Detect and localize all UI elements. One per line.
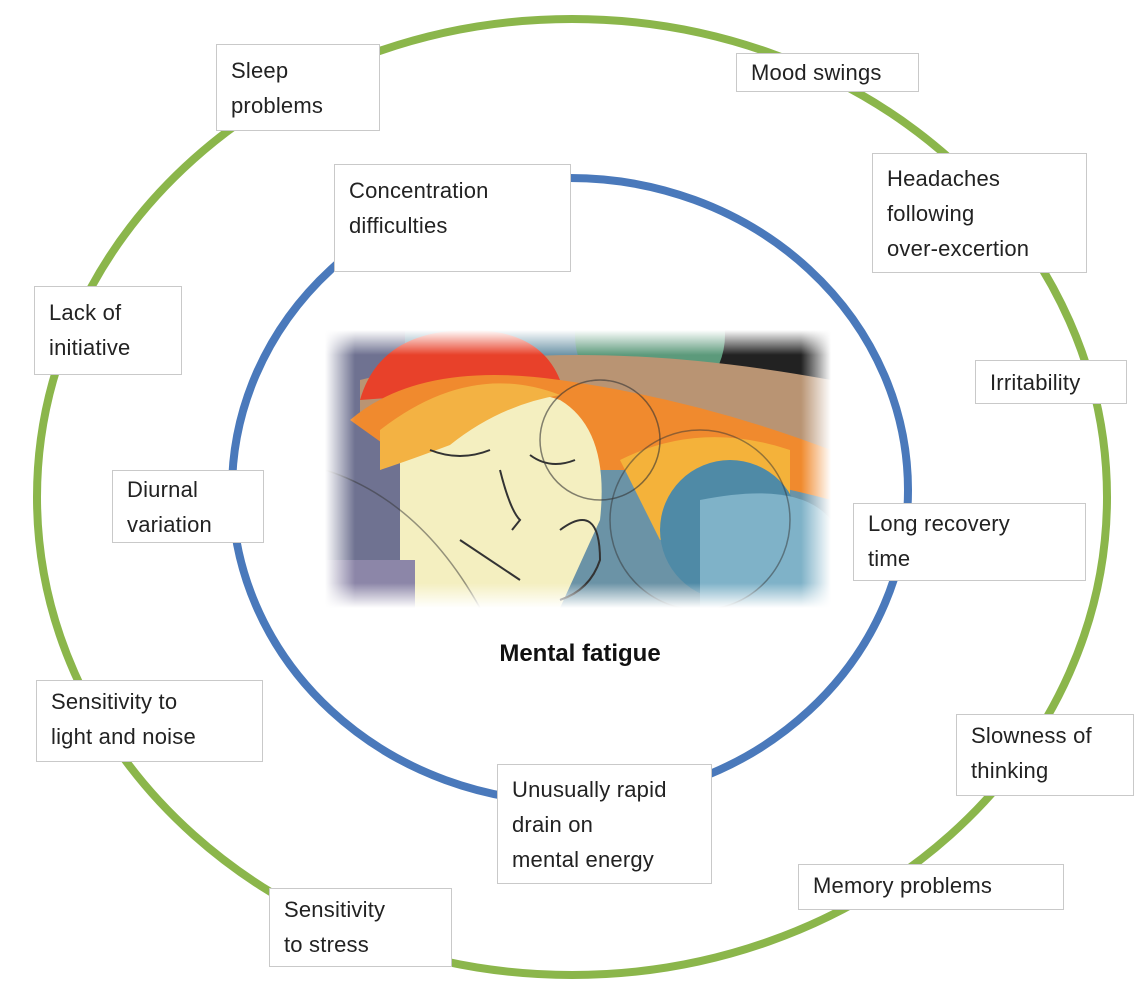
diagram-title: Mental fatigue: [499, 640, 661, 667]
symptom-line: problems: [231, 93, 324, 118]
symptom-line: Diurnal: [127, 477, 199, 502]
symptom-light-noise-sensitivity: Sensitivity to light and noise: [36, 680, 263, 762]
symptom-line: Irritability: [990, 370, 1081, 395]
symptom-slowness-of-thinking: Slowness of thinking: [956, 714, 1134, 796]
symptom-line: light and noise: [51, 724, 196, 749]
symptom-line: initiative: [49, 335, 131, 360]
symptom-line: difficulties: [349, 213, 448, 238]
symptom-line: Long recovery: [868, 511, 1011, 536]
symptom-sleep-problems: Sleep problems: [216, 44, 380, 131]
symptom-line: Mood swings: [751, 60, 882, 85]
symptom-line: Memory problems: [813, 873, 993, 898]
symptom-headaches: Headaches following over-excertion: [872, 153, 1087, 273]
symptom-line: Sensitivity: [284, 897, 386, 922]
symptom-long-recovery-time: Long recovery time: [853, 503, 1086, 581]
fatigue-illustration: [325, 330, 831, 608]
symptom-line: to stress: [284, 932, 369, 957]
symptom-line: variation: [127, 512, 212, 537]
symptom-line: Headaches: [887, 166, 1001, 191]
symptom-line: thinking: [971, 758, 1049, 783]
symptom-line: Lack of: [49, 300, 122, 325]
symptom-line: drain on: [512, 812, 594, 837]
symptom-concentration-difficulties: Concentration difficulties: [334, 164, 571, 272]
symptom-line: mental energy: [512, 847, 655, 872]
symptom-mood-swings: Mood swings: [736, 53, 919, 92]
symptom-memory-problems: Memory problems: [798, 864, 1064, 910]
symptom-line: Slowness of: [971, 723, 1092, 748]
symptom-rapid-energy-drain: Unusually rapid drain on mental energy: [497, 764, 712, 884]
symptom-line: Sleep: [231, 58, 289, 83]
symptom-diurnal-variation: Diurnal variation: [112, 470, 264, 543]
symptom-line: following: [887, 201, 975, 226]
symptom-line: over-excertion: [887, 236, 1030, 261]
symptom-stress-sensitivity: Sensitivity to stress: [269, 888, 452, 967]
symptom-line: Unusually rapid: [512, 777, 667, 802]
symptom-line: time: [868, 546, 911, 571]
symptom-lack-of-initiative: Lack of initiative: [34, 286, 182, 375]
symptom-line: Sensitivity to: [51, 689, 178, 714]
symptom-irritability: Irritability: [975, 360, 1127, 404]
symptom-line: Concentration: [349, 178, 489, 203]
outer-ring: [33, 15, 1111, 979]
